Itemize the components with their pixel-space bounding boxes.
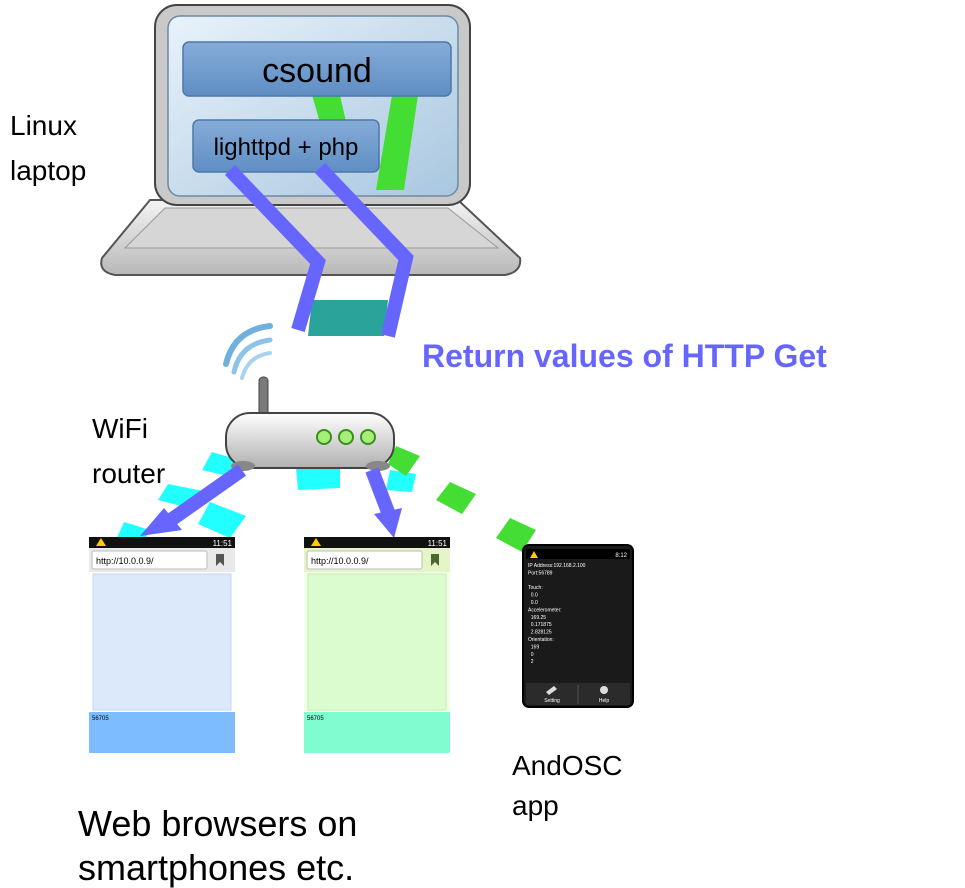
andosc-readout-line: IP Address:192.168.2.100 bbox=[528, 563, 586, 569]
footer-text: 56705 bbox=[307, 716, 324, 722]
http-lines bbox=[224, 163, 414, 338]
andosc-readout-line: 0 bbox=[528, 652, 534, 658]
url-text: http://10.0.0.9/ bbox=[311, 556, 369, 566]
osc-segment bbox=[388, 446, 420, 476]
browser-phone-2: 11:51 http://10.0.0.9/ 56705 bbox=[304, 537, 450, 753]
pencil-icon bbox=[546, 686, 557, 695]
warning-icon bbox=[311, 538, 321, 546]
arrowhead-icon bbox=[140, 508, 182, 536]
warning-icon bbox=[530, 551, 538, 558]
laptop-label-line2: laptop bbox=[10, 155, 86, 186]
signal-icon bbox=[223, 323, 273, 367]
http-arrow-line bbox=[163, 464, 247, 528]
browsers-caption-line2: smartphones etc. bbox=[78, 847, 354, 888]
bookmark-icon[interactable] bbox=[216, 554, 224, 566]
andosc-readout-line: Accelerometer: bbox=[528, 607, 562, 613]
laptop-keyboard bbox=[123, 207, 500, 249]
wifi-segment bbox=[198, 502, 246, 538]
csound-label: csound bbox=[262, 52, 372, 90]
andosc-help-button[interactable]: Help bbox=[599, 698, 610, 704]
andosc-phone: 8:12 IP Address:192.168.2.100Port:56789T… bbox=[522, 544, 634, 708]
andosc-label-line1: AndOSC bbox=[512, 750, 623, 781]
andosc-status-bar bbox=[526, 549, 630, 559]
arrowhead-icon bbox=[374, 508, 402, 538]
andosc-label-line2: app bbox=[512, 790, 559, 821]
router-foot bbox=[366, 461, 390, 471]
laptop-label-line1: Linux bbox=[10, 110, 77, 141]
andosc-readout-line: Touch: bbox=[528, 585, 543, 591]
csound-box-bg bbox=[182, 41, 452, 97]
router-led bbox=[360, 429, 376, 445]
osc-segment bbox=[496, 518, 536, 552]
andosc-readout-line: 169 bbox=[528, 644, 539, 650]
status-bar bbox=[89, 537, 235, 548]
andosc-readout: IP Address:192.168.2.100Port:56789Touch:… bbox=[528, 563, 586, 665]
screen-area bbox=[92, 573, 232, 711]
http-line bbox=[224, 165, 326, 332]
url-field[interactable] bbox=[306, 550, 423, 570]
return-values-annotation: Return values of HTTP Get bbox=[422, 338, 827, 374]
andosc-readout-line: 0.0 bbox=[528, 600, 538, 606]
andosc-readout-line: Orientation: bbox=[528, 637, 554, 643]
router-led bbox=[316, 429, 332, 445]
screen-area bbox=[307, 573, 447, 711]
andosc-body bbox=[522, 544, 634, 708]
footer-text: 56705 bbox=[92, 716, 109, 722]
router-label-line2: router bbox=[92, 458, 165, 489]
andosc-readout-line: 0.0 bbox=[528, 593, 538, 599]
wifi-segment bbox=[386, 470, 416, 492]
router-body bbox=[225, 412, 395, 469]
url-text: http://10.0.0.9/ bbox=[96, 556, 154, 566]
signal-arc bbox=[240, 351, 272, 380]
andosc-setting-button[interactable]: Setting bbox=[544, 698, 560, 704]
wifi-router bbox=[223, 323, 395, 471]
router-led bbox=[338, 429, 354, 445]
browsers-caption-line1: Web browsers on bbox=[78, 803, 357, 844]
http-arrows bbox=[140, 464, 402, 538]
http-arrow-line bbox=[365, 467, 395, 515]
bookmark-icon[interactable] bbox=[431, 554, 439, 566]
status-clock: 11:51 bbox=[428, 539, 448, 548]
warning-icon bbox=[96, 538, 106, 546]
osc-segment bbox=[436, 482, 476, 514]
andosc-clock: 8:12 bbox=[615, 553, 627, 559]
http-line bbox=[314, 163, 414, 338]
osc-link bbox=[388, 446, 536, 552]
andosc-readout-line: 0.171875 bbox=[528, 622, 552, 628]
url-field[interactable] bbox=[91, 550, 208, 570]
status-clock: 11:51 bbox=[213, 539, 233, 548]
status-bar bbox=[304, 537, 450, 548]
server-box-bg bbox=[192, 119, 380, 173]
andosc-readout-line: 2 bbox=[528, 659, 534, 665]
server-box: lighttpd + php bbox=[192, 119, 380, 173]
help-icon bbox=[600, 686, 608, 694]
andosc-readout-line: 2.828125 bbox=[528, 630, 552, 636]
andosc-readout-line: 169.25 bbox=[528, 615, 546, 621]
signal-arc bbox=[231, 337, 273, 375]
osc-line bbox=[376, 95, 418, 190]
router-label-line1: WiFi bbox=[92, 413, 148, 444]
laptop-router-link bbox=[308, 300, 388, 336]
andosc-readout-line: Port:56789 bbox=[528, 570, 553, 576]
csound-box: csound bbox=[182, 41, 452, 97]
wifi-segment bbox=[296, 466, 340, 490]
server-label: lighttpd + php bbox=[214, 134, 359, 161]
browser-phone-1: 11:51 http://10.0.0.9/ 56705 bbox=[89, 537, 235, 753]
